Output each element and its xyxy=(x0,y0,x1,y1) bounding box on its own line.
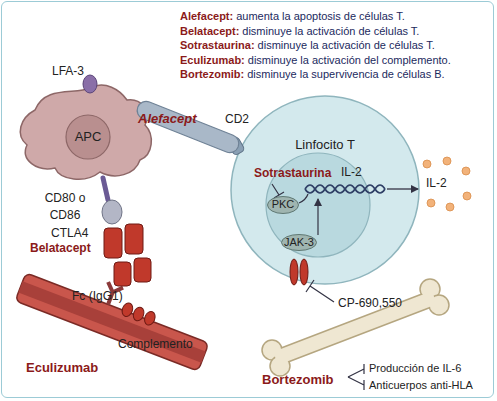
drug-label: Belatacept xyxy=(30,241,91,255)
protein-label: CTLA4 xyxy=(51,226,88,240)
fc-block xyxy=(134,258,151,282)
drug-label: Eculizumab xyxy=(26,360,98,376)
inhibition-lines xyxy=(348,364,364,390)
enzyme-outline xyxy=(268,197,299,214)
blood-vessel xyxy=(15,253,216,371)
drug-effect: disminuye la activación de células T. xyxy=(242,25,419,37)
il2-molecules xyxy=(423,157,471,211)
protein-label: Complemento xyxy=(118,337,193,351)
t-cell: Linfocito T PKC JAK-3 xyxy=(230,95,420,285)
fc-block xyxy=(125,224,143,254)
note-line: Belatacept:disminuye la activación de cé… xyxy=(180,24,419,38)
cell-membrane xyxy=(231,96,419,284)
bone-knob xyxy=(429,295,449,315)
gene-label: IL-2 xyxy=(341,165,362,179)
drug-name: Eculizumab: xyxy=(180,54,245,66)
note-line: Alefacept:aumenta la apoptosis de célula… xyxy=(180,9,405,23)
complement-protein xyxy=(120,301,134,318)
protein-label: LFA-3 xyxy=(52,64,84,78)
pkc-enzyme: PKC xyxy=(267,196,299,214)
note-line: Bortezomib:disminuye la supervivencia de… xyxy=(180,67,445,81)
ctla4-domain xyxy=(102,200,122,224)
effect-label: Producción de IL-6 xyxy=(369,362,461,375)
cytokine-label: IL-2 xyxy=(426,176,447,190)
inhibition-line xyxy=(348,364,364,377)
drug-effect: disminuye la activación de células T. xyxy=(258,39,435,51)
drug-effect: aumenta la apoptosis de células T. xyxy=(236,10,405,22)
drug-label: Bortezomib xyxy=(262,372,334,388)
cell-membrane xyxy=(20,85,151,179)
enzyme-outline xyxy=(282,235,317,251)
bone-knob xyxy=(262,340,282,360)
node-label: Linfocito T xyxy=(280,137,370,153)
note-line: Sotrastaurina:disminuye la activación de… xyxy=(180,38,435,52)
complement-protein xyxy=(143,310,157,327)
fc-block xyxy=(104,228,122,258)
il2-dot xyxy=(427,199,435,207)
note-line: Eculizumab:disminuye la activación del c… xyxy=(180,53,451,67)
node-label: APC xyxy=(68,129,108,145)
il2-dot xyxy=(462,167,470,175)
drug-effect: disminuye la supervivencia de células B. xyxy=(247,68,445,80)
effect-label: Anticuerpos anti-HLA xyxy=(369,379,473,392)
il2-dot xyxy=(446,203,454,211)
drug-label: Alefacept xyxy=(138,111,197,127)
apc-cell: APC xyxy=(15,80,155,185)
fc-block xyxy=(114,262,131,286)
bone-knob xyxy=(420,279,440,299)
il2-dot xyxy=(463,192,471,200)
node-outline xyxy=(230,95,420,285)
vessel-wall xyxy=(15,273,209,371)
drug-name: Alefacept: xyxy=(180,10,233,22)
protein-label: CD2 xyxy=(225,112,249,126)
protein-label: CD80 o CD86 xyxy=(40,190,90,224)
cd80-stalk xyxy=(103,178,108,200)
vessel-lumen xyxy=(18,281,205,362)
drug-name: Belatacept: xyxy=(180,25,239,37)
il2-dot xyxy=(423,160,431,168)
cell-nucleus xyxy=(66,115,110,159)
drug-effect: disminuye la activación del complemento. xyxy=(248,54,451,66)
complement-protein xyxy=(131,306,145,323)
drug-label: Sotrastaurina xyxy=(254,166,331,180)
belatacept-molecule xyxy=(102,178,151,286)
drug-name: Bortezomib: xyxy=(180,68,244,80)
bone xyxy=(262,279,449,376)
il2-dot xyxy=(443,157,451,165)
node-label: PKC xyxy=(267,198,299,211)
jak3-enzyme: JAK-3 xyxy=(281,234,317,251)
drug-label: CP-690,550 xyxy=(338,296,402,310)
inhibition-line xyxy=(348,377,364,390)
protein-label: Fc (IgG1) xyxy=(72,289,123,303)
node-label: JAK-3 xyxy=(281,236,317,249)
drug-name: Sotrastaurina: xyxy=(180,39,255,51)
